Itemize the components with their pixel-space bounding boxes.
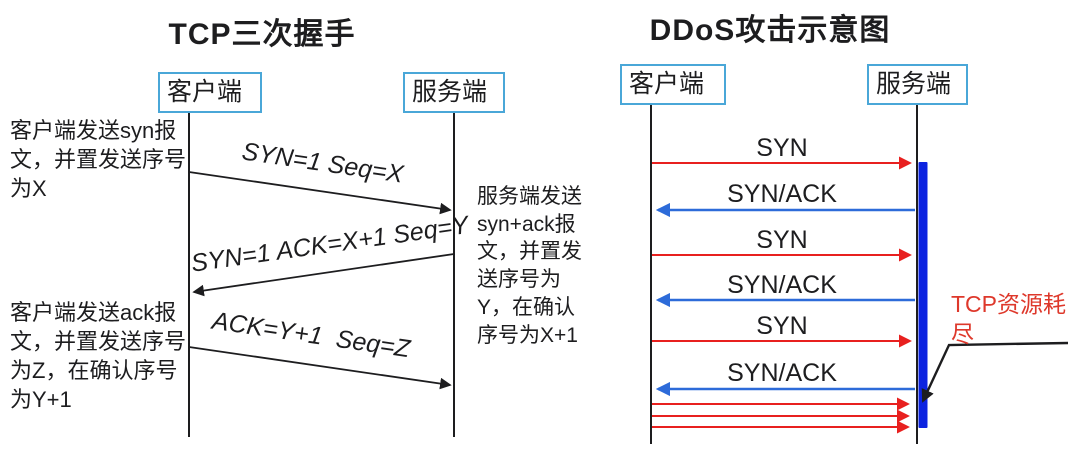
- left-client-box: 客户端: [158, 72, 262, 113]
- flood-label-synack-3: SYN/ACK: [727, 359, 837, 387]
- flood-label-syn-2: SYN: [756, 226, 808, 254]
- flood-label-syn-3: SYN: [756, 312, 808, 340]
- flood-label-synack-1: SYN/ACK: [727, 180, 837, 208]
- left-server-box: 服务端: [403, 72, 505, 113]
- note-line: syn+ack报: [477, 212, 576, 236]
- note-line: Y，在确认: [477, 295, 576, 319]
- note-line: 服务端发送: [477, 185, 582, 208]
- note-client-sends-ack: 客户端发送ack报 文，并置发送序号 为Z，在确认序号 为Y+1: [10, 298, 200, 414]
- left-diagram-title: TCP三次握手: [168, 18, 356, 51]
- resource-exhausted-callout-line: [921, 341, 1069, 403]
- warn-line: TCP资源耗: [951, 291, 1066, 317]
- note-line: 为Z，在确认序号: [10, 358, 178, 384]
- server-resource-bar: [918, 162, 928, 428]
- note-line: 客户端发送syn报: [10, 118, 177, 143]
- note-line: 送序号为: [477, 268, 561, 292]
- syn-message-arrow: [188, 171, 452, 215]
- right-server-box: 服务端: [867, 64, 968, 105]
- note-line: 文，并置发送序号: [10, 329, 187, 355]
- right-client-box: 客户端: [620, 64, 726, 105]
- note-line: 为X: [10, 176, 47, 202]
- warn-line: 尽: [951, 320, 974, 347]
- tcp-resource-exhausted-note: TCP资源耗 尽: [951, 290, 1069, 350]
- flood-label-synack-2: SYN/ACK: [727, 271, 837, 299]
- note-line: 为Y+1: [10, 387, 72, 413]
- note-line: 序号为X+1: [477, 323, 578, 347]
- right-diagram-title: DDoS攻击示意图: [649, 14, 891, 47]
- note-line: 文，并置发送序号: [10, 147, 187, 173]
- note-line: 文，并置发: [477, 240, 582, 264]
- ack-message-arrow: [188, 346, 452, 390]
- note-server-sends-synack: 服务端发送 syn+ack报 文，并置发 送序号为 Y，在确认 序号为X+1: [477, 183, 597, 349]
- note-client-sends-syn: 客户端发送syn报 文，并置发送序号 为X: [10, 116, 200, 203]
- flood-label-syn-1: SYN: [756, 134, 808, 162]
- note-line: 客户端发送ack报: [10, 300, 177, 325]
- synack-message-arrow: [192, 253, 455, 297]
